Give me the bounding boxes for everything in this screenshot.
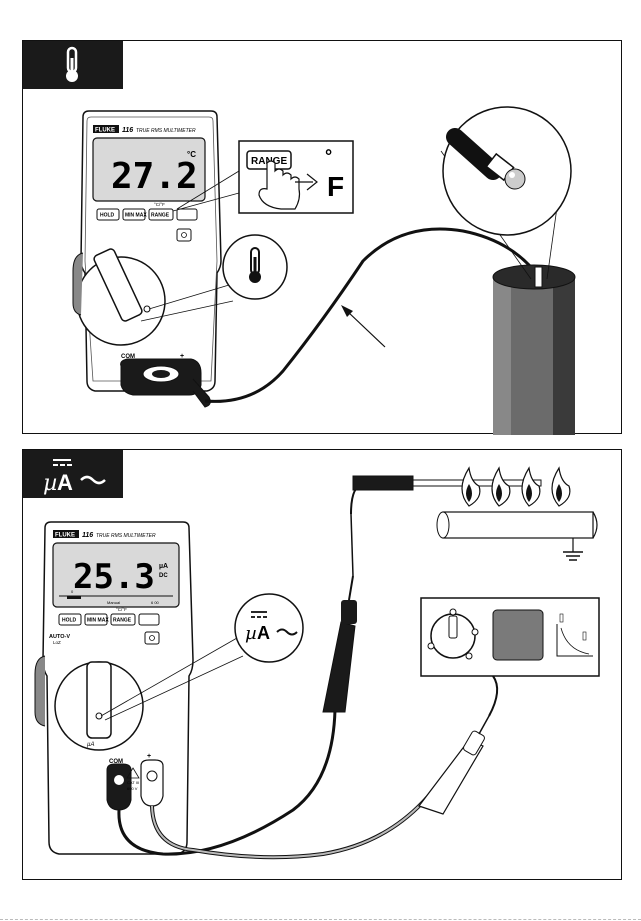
gray-probe bbox=[419, 716, 489, 814]
subtitle-label-2: TRUE RMS MULTIMETER bbox=[96, 533, 156, 539]
microamp-diagram: FLUKE 116 TRUE RMS MULTIMETER 25.3 µA DC… bbox=[23, 450, 623, 881]
flame-icon bbox=[552, 468, 570, 506]
blank-button-2[interactable] bbox=[139, 614, 159, 625]
temperature-diagram: FLUKE 116 TRUE RMS MULTIMETER 27.2 °C HO… bbox=[23, 41, 623, 435]
blank-button[interactable] bbox=[177, 209, 197, 220]
display-value: 27.2 bbox=[111, 156, 198, 197]
range-sublabel-2: °C/°F bbox=[116, 607, 127, 612]
thermocouple-plug bbox=[121, 359, 211, 407]
dial-label-bottom: LoZ bbox=[53, 640, 61, 645]
flame-icon bbox=[522, 468, 540, 506]
range-label: RANGE bbox=[151, 213, 170, 219]
multimeter-top: FLUKE 116 TRUE RMS MULTIMETER 27.2 °C HO… bbox=[73, 111, 221, 407]
degree-symbol: ° bbox=[325, 146, 332, 166]
furnace-controller bbox=[421, 598, 599, 676]
svg-text:µ: µ bbox=[245, 623, 257, 644]
flame-icon bbox=[492, 468, 510, 506]
rotary-knob-2[interactable] bbox=[55, 662, 143, 750]
display-unit: °C bbox=[187, 150, 196, 159]
range-label-2: RANGE bbox=[113, 618, 132, 624]
bargraph-mid: Manual bbox=[107, 600, 120, 605]
cat-voltage: 600 V bbox=[127, 786, 138, 791]
bargraph-right: 6 00 bbox=[151, 600, 160, 605]
range-callout: RANGE ° F bbox=[239, 141, 353, 213]
multimeter-bottom: FLUKE 116 TRUE RMS MULTIMETER 25.3 µA DC… bbox=[35, 522, 193, 854]
temperature-panel: FLUKE 116 TRUE RMS MULTIMETER 27.2 °C HO… bbox=[22, 40, 622, 434]
hold-label: HOLD bbox=[100, 213, 115, 219]
burner-pipe bbox=[437, 512, 597, 538]
flame-icon bbox=[462, 468, 480, 506]
fahrenheit-label: F bbox=[327, 171, 344, 202]
microamp-panel: µ A FLUKE 116 TRUE RMS MULTIMETER 25.3 µ… bbox=[22, 449, 622, 880]
display-value-2: 25.3 bbox=[73, 557, 155, 597]
probe-tip-magnifier bbox=[443, 107, 571, 235]
plus-label-2: + bbox=[147, 753, 151, 760]
minmax-label: MIN MAX bbox=[125, 213, 147, 219]
cat-label: CAT III bbox=[127, 780, 139, 785]
model-label-2: 116 bbox=[82, 532, 93, 539]
minmax-label-2: MIN MAX bbox=[87, 618, 109, 624]
model-label: 116 bbox=[122, 127, 133, 134]
heated-cylinder bbox=[493, 265, 575, 435]
svg-text:A: A bbox=[257, 623, 270, 643]
brand-label: FLUKE bbox=[95, 128, 115, 134]
hold-label-2: HOLD bbox=[62, 618, 77, 624]
black-probe bbox=[323, 514, 357, 712]
plus-plug bbox=[141, 760, 163, 806]
brand-label-2: FLUKE bbox=[55, 533, 75, 539]
flame-icon-group bbox=[462, 468, 570, 506]
flame-sensor-rod bbox=[353, 476, 541, 490]
display-unit-bottom: DC bbox=[159, 573, 168, 579]
ground-icon bbox=[563, 538, 583, 560]
gray-test-lead bbox=[152, 750, 463, 857]
page-bottom-rule bbox=[0, 919, 641, 920]
backlight-icon-2[interactable] bbox=[145, 632, 159, 644]
thermometer-callout bbox=[223, 235, 287, 299]
function-label: µA bbox=[87, 742, 94, 748]
subtitle-label: TRUE RMS MULTIMETER bbox=[136, 128, 196, 134]
backlight-icon[interactable] bbox=[177, 229, 191, 241]
microamp-callout: µ A bbox=[235, 594, 303, 662]
controller-screen bbox=[493, 610, 543, 660]
display-unit-top: µA bbox=[159, 563, 168, 570]
range-sublabel: °C/°F bbox=[154, 202, 165, 207]
